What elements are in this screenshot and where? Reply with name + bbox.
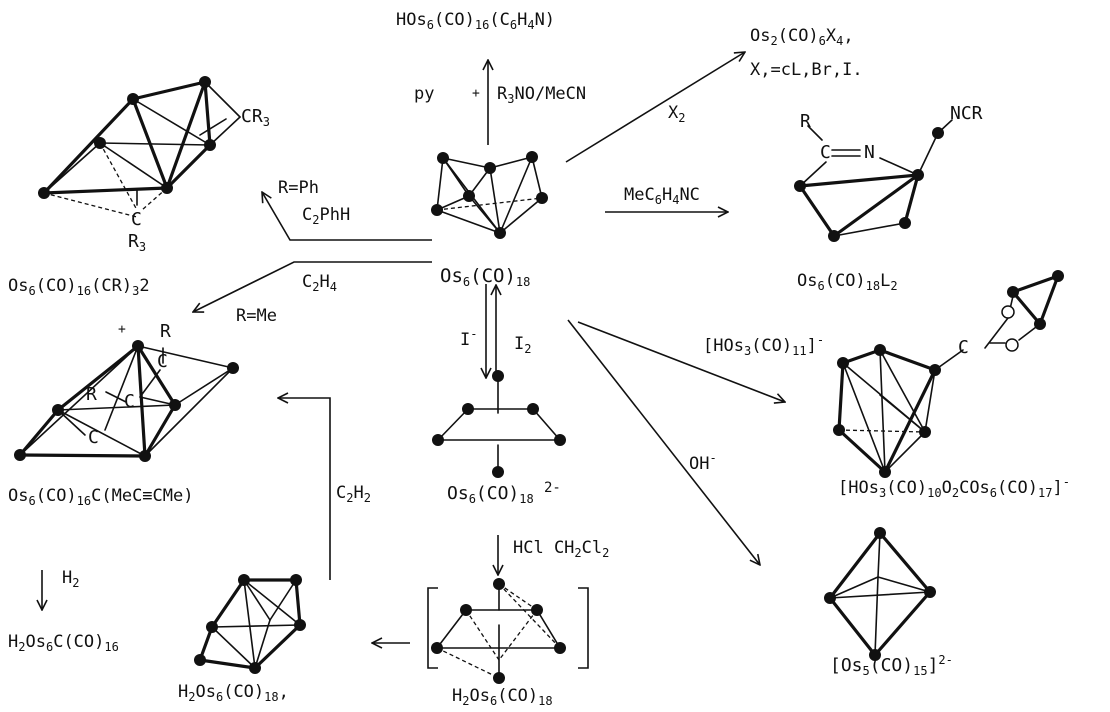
label-dianion-product: Os6(CO)18 [447,483,534,506]
label-os5-product: [Os5(CO)15]2- [830,653,953,678]
arrow-to-carbyne [262,192,432,241]
reagent-phenylacetylene: C2PhH [302,205,351,227]
atom-carbyne-c: C [131,209,142,230]
reagent-r3no: R3NO/MeCN [497,84,587,106]
atom-cr3: CR3 [241,106,270,129]
reagent-pyridine: py [414,84,435,104]
label-ester-product: [HOs3(CO)10O2COs6(CO)17]- [838,475,1070,500]
label-bracket-dihydride: H2Os6(CO)18 [452,686,553,708]
atom-r3: R3 [128,231,147,254]
label-center-compound: Os6(CO)18 [440,265,531,289]
arrow-to-ester [577,321,785,402]
arrow-to-halide [565,52,745,163]
atom-c-top: C [157,351,168,372]
atom-c-mid: C [124,391,135,412]
reagent-iodide: I- [460,327,478,350]
arrow-to-os5 [567,319,760,565]
carbyne-cluster [38,76,241,218]
label-halide-product: Os2(CO)6X4, [750,26,854,48]
atom-iso-n: N [864,142,875,163]
label-dianion-charge: 2- [544,480,561,496]
bracket-dihydride-cluster [427,578,589,684]
reagent-hcl: HCl CH2Cl2 [513,538,610,560]
reagent-hydroxide: OH- [689,451,717,474]
center-cluster [431,151,548,239]
reagent-ethylene: C2H4 [302,272,337,294]
isocyanide-cluster [794,119,953,242]
atom-iso-c: C [820,142,831,163]
reaction-arrows [42,52,785,643]
label-carbide-hydride: H2Os6C(CO)16 [8,632,119,654]
label-dihydride-product: H2Os6(CO)18, [178,682,289,704]
label-halide-x: X,=cL,Br,I. [750,60,863,80]
dianion-cluster [432,370,566,478]
atom-iso-r: R [800,111,811,132]
reagent-pyridine-plus: + [472,86,480,101]
reagent-isocyanide: MeC6H4NC [624,185,700,207]
dihydride-cluster [194,574,306,674]
label-isocyanide-product: Os6(CO)18L2 [797,271,898,293]
reagent-hos3: [HOs3(CO)11]- [703,333,825,358]
atom-plus: + [118,322,126,337]
reagent-iodine: I2 [514,334,532,356]
atom-carbide: C [88,427,99,448]
reagent-acetylene: C2H2 [336,483,371,505]
label-alkyne-product: Os6(CO)16C(MeC≡CMe) [8,486,194,508]
reagent-halogen: X2 [668,103,686,125]
arrow-to-alkyne [193,261,432,312]
label-pyridyl-product: HOs6(CO)16(C6H4N) [396,10,556,32]
atom-r-top: R [160,321,171,342]
atom-ester-c: C [958,337,969,358]
alkyne-cluster [14,340,239,462]
reagent-r-me: R=Me [236,306,277,326]
atom-ncr: NCR [950,103,983,124]
reagent-hydrogen: H2 [62,568,80,590]
reagent-r-ph: R=Ph [278,178,319,198]
os5-cluster [824,527,936,661]
ester-cluster [833,270,1064,478]
label-carbyne-product: Os6(CO)16(CR)32 [8,276,150,298]
atom-r-mid: R [86,384,97,405]
arrow-acetylene-addition [278,398,331,580]
